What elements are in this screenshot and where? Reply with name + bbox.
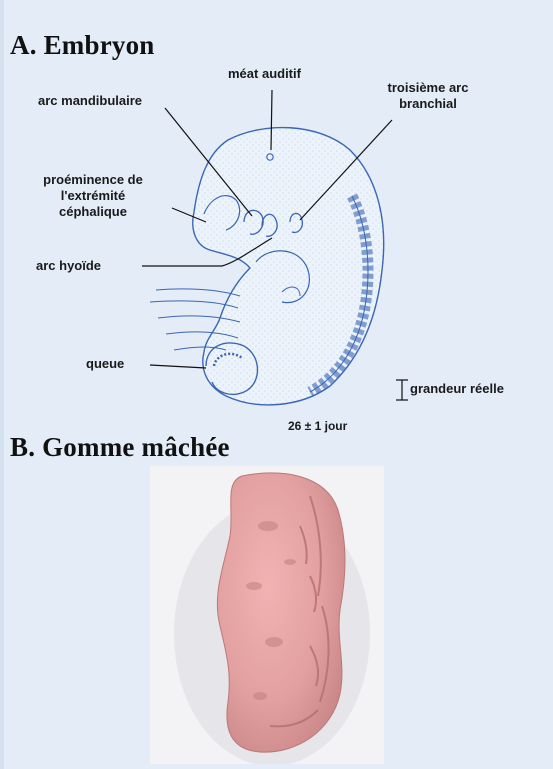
label-third-arch: troisième arc branchial	[366, 80, 490, 112]
section-b-title: B. Gomme mâchée	[10, 432, 230, 463]
size-scale-bar	[396, 380, 408, 400]
gum-shape	[150, 466, 384, 764]
label-real-size: grandeur réelle	[410, 381, 504, 397]
label-hyoid-arch: arc hyoïde	[36, 258, 101, 274]
label-meat: méat auditif	[228, 66, 301, 82]
gum-photo	[150, 466, 384, 764]
label-mandibular-arch: arc mandibulaire	[38, 93, 142, 109]
label-tail: queue	[86, 356, 124, 372]
label-head-prominence: proéminence de l'extrémité céphalique	[18, 172, 168, 220]
label-age: 26 ± 1 jour	[288, 418, 347, 434]
